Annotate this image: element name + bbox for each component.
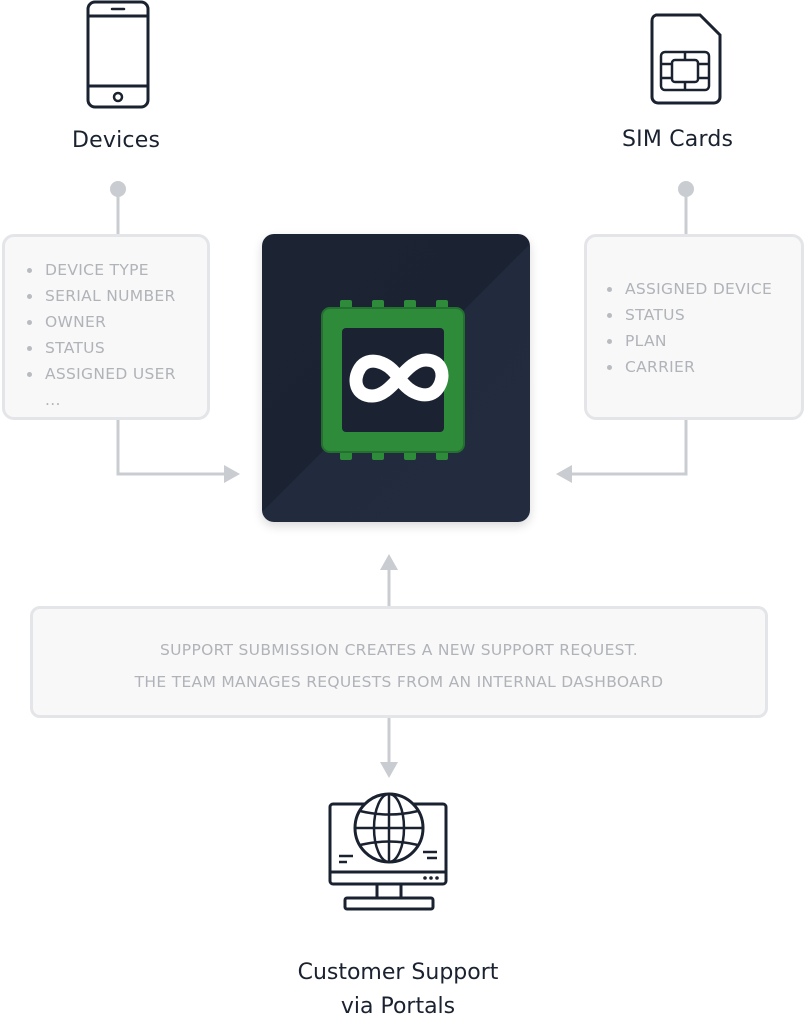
sim-card-icon <box>650 13 722 105</box>
list-item: STATUS <box>25 335 207 361</box>
sim-connector-dot <box>678 181 694 197</box>
list-item: ASSIGNED DEVICE <box>605 276 801 302</box>
list-more: ... <box>45 391 61 409</box>
list-item: STATUS <box>605 302 801 328</box>
portal-title-line-1: Customer Support <box>297 960 499 985</box>
hub-platform-tile <box>262 234 530 522</box>
list-item: DEVICE TYPE <box>25 257 207 283</box>
sim-attributes-panel: ASSIGNED DEVICE STATUS PLAN CARRIER <box>584 234 804 420</box>
arrow-left <box>556 465 572 483</box>
infinity-chip-logo <box>321 300 465 460</box>
support-line-2: THE TEAM MANAGES REQUESTS FROM AN INTERN… <box>134 673 664 691</box>
list-item: CARRIER <box>605 354 801 380</box>
devices-connector-dot <box>110 181 126 197</box>
support-request-box: SUPPORT SUBMISSION CREATES A NEW SUPPORT… <box>30 606 768 718</box>
devices-title: Devices <box>72 128 161 153</box>
list-item: PLAN <box>605 328 801 354</box>
monitor-globe-icon <box>328 792 448 911</box>
sim-cards-title: SIM Cards <box>622 127 734 152</box>
list-item: OWNER <box>25 309 207 335</box>
support-line-1: SUPPORT SUBMISSION CREATES A NEW SUPPORT… <box>160 641 638 659</box>
portal-title: Customer Support via Portals <box>200 956 596 1024</box>
arrow-up <box>380 554 398 570</box>
list-item: SERIAL NUMBER <box>25 283 207 309</box>
portal-title-line-2: via Portals <box>340 994 456 1019</box>
smartphone-icon <box>86 0 150 109</box>
list-item: ASSIGNED USER <box>25 361 207 387</box>
arrow-down <box>380 762 398 778</box>
arrow-right <box>224 465 240 483</box>
devices-attributes-panel: DEVICE TYPE SERIAL NUMBER OWNER STATUS A… <box>2 234 210 420</box>
